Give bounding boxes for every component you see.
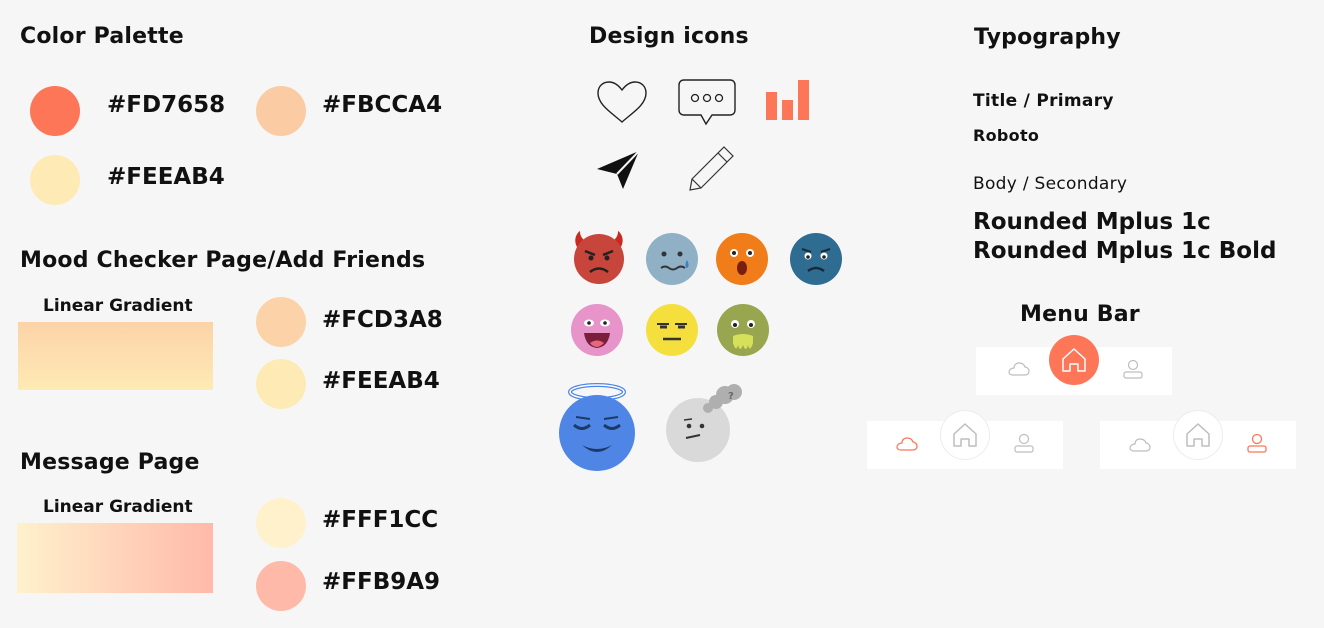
swatch-feeab4 [30, 155, 80, 205]
bar-chart-icon [765, 78, 811, 122]
cold-face-icon [645, 232, 699, 286]
hex-label: #FCD3A8 [322, 307, 443, 333]
mood-page-title: Mood Checker Page/Add Friends [20, 248, 426, 273]
secondary-font-name: Rounded Mplus 1c [973, 209, 1211, 235]
cloud-icon[interactable] [1008, 361, 1030, 377]
mood-gradient-swatch [18, 322, 213, 390]
home-button[interactable] [940, 410, 990, 460]
gradient-label: Linear Gradient [43, 296, 193, 316]
home-button-active[interactable] [1049, 335, 1099, 385]
hex-label: #FD7658 [107, 92, 226, 118]
svg-text:?: ? [728, 391, 734, 402]
swatch-fff1cc [256, 498, 306, 548]
menu-bar-title: Menu Bar [1020, 302, 1140, 327]
palette-title: Color Palette [20, 24, 184, 49]
profile-icon[interactable] [1122, 358, 1144, 380]
icons-title: Design icons [589, 24, 749, 49]
profile-icon-active[interactable] [1246, 432, 1268, 454]
cloud-icon-active[interactable] [896, 436, 918, 452]
angel-face-icon [556, 381, 638, 473]
home-button[interactable] [1173, 410, 1223, 460]
typography-title: Typography [974, 25, 1121, 50]
hex-label: #FBCCA4 [322, 92, 443, 118]
pencil-icon [686, 143, 738, 193]
neutral-face-icon [645, 303, 699, 357]
laughing-face-icon [570, 303, 624, 357]
secondary-label: Body / Secondary [973, 174, 1128, 194]
chat-bubble-icon [676, 77, 738, 127]
hex-label: #FFB9A9 [322, 569, 441, 595]
message-page-title: Message Page [20, 450, 200, 475]
shocked-face-icon [715, 232, 769, 286]
angry-face-icon [571, 229, 627, 285]
gradient-label: Linear Gradient [43, 497, 193, 517]
secondary-font-bold-name: Rounded Mplus 1c Bold [973, 238, 1277, 264]
sick-face-icon [716, 303, 770, 357]
heart-icon [594, 78, 650, 126]
send-icon [595, 147, 643, 193]
swatch-feeab4-2 [256, 359, 306, 409]
thinking-face-icon: ? [664, 382, 744, 464]
profile-icon[interactable] [1013, 432, 1035, 454]
primary-font-name: Roboto [973, 126, 1040, 145]
cloud-icon[interactable] [1129, 437, 1151, 453]
swatch-fbcca4 [256, 86, 306, 136]
sad-face-icon [789, 232, 843, 286]
hex-label: #FEEAB4 [107, 164, 225, 190]
swatch-ffb9a9 [256, 561, 306, 611]
primary-label: Title / Primary [973, 91, 1114, 111]
swatch-fd7658 [30, 86, 80, 136]
hex-label: #FFF1CC [322, 507, 439, 533]
swatch-fcd3a8 [256, 297, 306, 347]
message-gradient-swatch [17, 523, 213, 593]
hex-label: #FEEAB4 [322, 368, 440, 394]
